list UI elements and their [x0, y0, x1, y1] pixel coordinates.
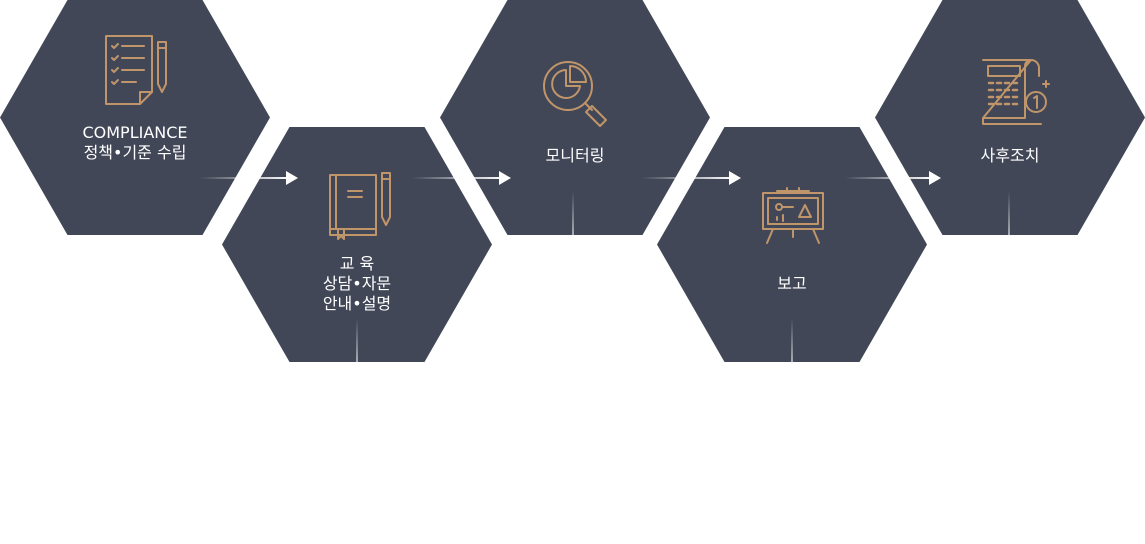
arrow-line	[845, 177, 931, 179]
arrow-head-icon	[929, 171, 941, 185]
label-line: 사후조치	[980, 146, 1040, 165]
connector-stem	[791, 318, 793, 362]
connector-stem	[1008, 191, 1010, 235]
flow-arrow	[412, 171, 511, 185]
label-line: COMPLIANCE	[82, 123, 188, 142]
label-line: 안내•설명	[322, 294, 392, 313]
step-followup-label: 사후조치	[875, 146, 1145, 166]
connector-stem	[572, 191, 574, 235]
step-compliance-label: COMPLIANCE 정책•기준 수립	[0, 123, 270, 163]
connector-stem	[356, 318, 358, 362]
label-line: 교 육	[339, 254, 375, 273]
step-monitoring-hexagon: 모니터링	[440, 0, 710, 235]
book-pencil-icon	[326, 171, 392, 241]
label-line: 정책•기준 수립	[83, 143, 187, 162]
step-report-label: 보고	[657, 274, 927, 294]
flow-arrow	[200, 171, 298, 185]
flow-arrow	[642, 171, 741, 185]
arrow-head-icon	[499, 171, 511, 185]
arrow-line	[412, 177, 501, 179]
pie-chart-magnifier-icon	[540, 58, 612, 130]
step-monitoring-label: 모니터링	[440, 146, 710, 166]
arrow-head-icon	[729, 171, 741, 185]
arrow-line	[200, 177, 288, 179]
calculator-document-icon	[979, 58, 1051, 126]
presentation-board-icon	[757, 187, 829, 245]
label-line: 상담•자문	[322, 274, 392, 293]
step-education-label: 교 육 상담•자문 안내•설명	[222, 254, 492, 314]
checklist-pencil-icon	[102, 34, 170, 106]
step-followup-hexagon: 사후조치	[875, 0, 1145, 235]
arrow-head-icon	[286, 171, 298, 185]
step-compliance-hexagon: COMPLIANCE 정책•기준 수립	[0, 0, 270, 235]
flow-arrow	[845, 171, 941, 185]
label-line: 보고	[777, 274, 807, 293]
arrow-line	[642, 177, 731, 179]
label-line: 모니터링	[545, 146, 605, 165]
